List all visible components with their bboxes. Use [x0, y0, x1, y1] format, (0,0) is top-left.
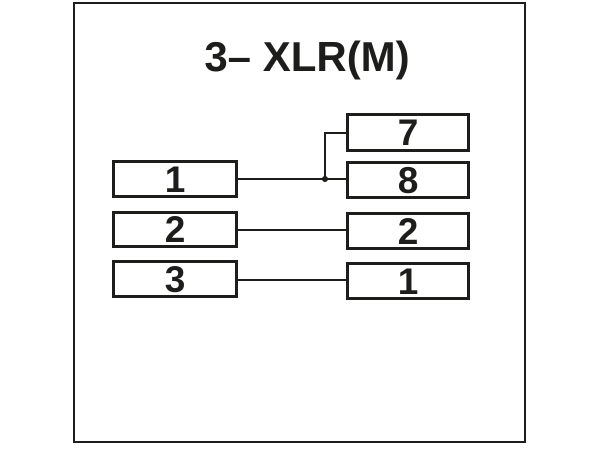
right-pin-box-2: 2 [346, 212, 470, 250]
left-pin-box-1: 1 [112, 160, 238, 198]
wire-branch-to-right7 [324, 132, 346, 134]
right-pin-1-label: 1 [397, 260, 419, 302]
left-pin-box-3: 3 [112, 260, 238, 298]
diagram-title: 3– XLR(M) [204, 33, 410, 80]
left-pin-3-label: 3 [164, 258, 186, 300]
left-pin-box-2: 2 [112, 211, 238, 248]
wire-junction-dot [322, 176, 328, 182]
right-pin-box-7: 7 [346, 113, 470, 152]
left-pin-2-label: 2 [164, 209, 186, 250]
right-pin-box-8: 8 [346, 161, 470, 199]
left-pin-1-label: 1 [164, 158, 186, 200]
wire-branch-vertical [324, 132, 326, 180]
wire-left2-to-right2 [238, 229, 346, 231]
right-pin-8-label: 8 [397, 159, 419, 201]
right-pin-2-label: 2 [397, 210, 419, 252]
right-pin-box-1: 1 [346, 262, 470, 300]
wire-left3-to-right1 [238, 279, 346, 281]
right-pin-7-label: 7 [397, 112, 419, 153]
wire-left1-to-right8 [238, 178, 346, 180]
